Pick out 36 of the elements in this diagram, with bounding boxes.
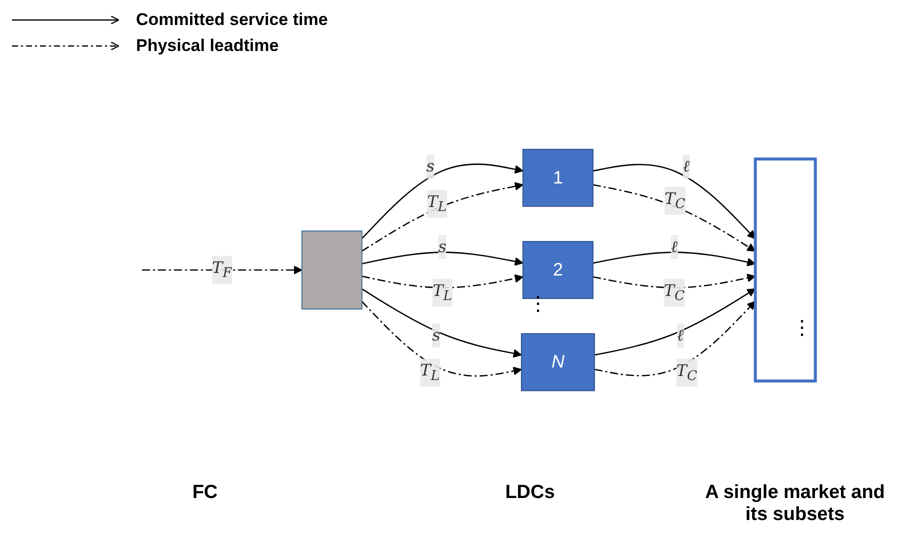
edge-label: T$_{C}$: [664, 280, 684, 304]
arrow: [594, 288, 756, 356]
arrow: [362, 252, 524, 266]
edge-label: T$_{L}$: [432, 280, 452, 304]
arrow: [592, 274, 756, 288]
arrow: [362, 274, 524, 288]
arrow: [592, 184, 756, 252]
node-box: N: [520, 333, 595, 392]
edge-label: ℓ: [676, 326, 684, 345]
vertical-ellipsis: ⋮: [792, 318, 812, 338]
arrow: [361, 164, 524, 239]
arrow: [361, 301, 522, 377]
edge-label: T$_{L}$: [420, 360, 440, 384]
column-caption: FC: [191, 482, 219, 504]
edge-label: T$_{C}$: [664, 188, 686, 212]
arrow: [592, 164, 756, 240]
edge-label: s: [432, 326, 440, 345]
node-box: [301, 230, 362, 310]
arrow: [361, 288, 522, 358]
edge-label: T$_{C}$: [676, 360, 698, 384]
arrow: [592, 252, 756, 266]
edge-label: ℓ: [682, 156, 690, 176]
edge-label: s: [426, 156, 434, 176]
edge-label: T$_{L}$: [426, 192, 446, 216]
legend-text: Committed service time: [136, 10, 328, 30]
edge-label: ℓ: [670, 237, 678, 256]
legend-text: Physical leadtime: [136, 36, 279, 56]
column-caption: A single market and its subsets: [704, 482, 886, 526]
edge-label: T$_{F}$: [212, 258, 232, 282]
node-box: [754, 158, 817, 382]
column-caption: LDCs: [504, 482, 556, 504]
arrow: [361, 182, 524, 252]
arrow: [594, 300, 756, 376]
arrow: [142, 266, 302, 274]
node-box: 1: [522, 148, 594, 207]
edge-label: s: [438, 237, 446, 256]
